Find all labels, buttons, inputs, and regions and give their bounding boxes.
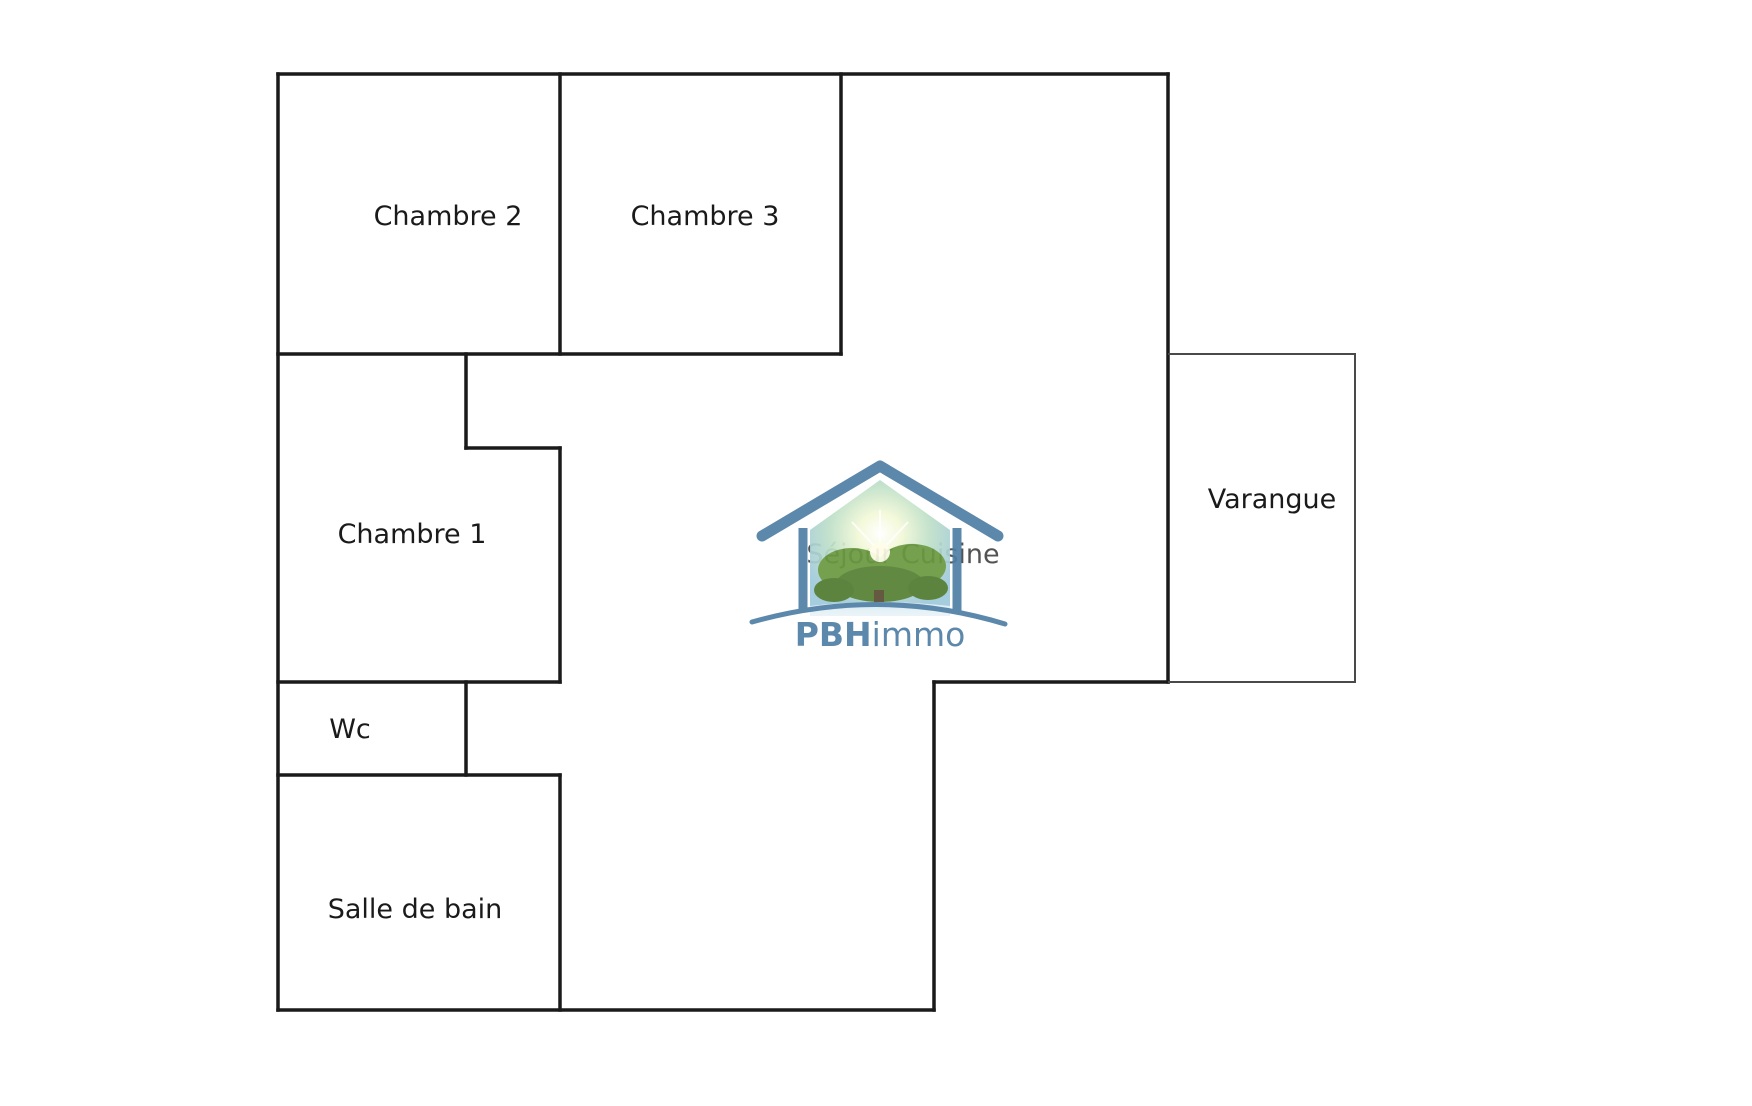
label-chambre-2: Chambre 2 xyxy=(374,201,523,232)
logo-brand-bold: PBH xyxy=(795,615,872,654)
varangue-outline xyxy=(1168,353,1356,683)
logo-text: PBHimmo xyxy=(795,615,966,654)
walls xyxy=(276,72,1356,1012)
tree-icon xyxy=(814,542,948,614)
label-varangue: Varangue xyxy=(1208,484,1337,515)
house-tree-icon xyxy=(749,460,1008,627)
logo-brand-light: immo xyxy=(872,615,966,654)
label-salle-de-bain: Salle de bain xyxy=(328,894,503,925)
label-chambre-1: Chambre 1 xyxy=(338,519,487,550)
label-chambre-3: Chambre 3 xyxy=(631,201,780,232)
label-wc: Wc xyxy=(329,714,371,745)
logo-roof xyxy=(756,460,1004,542)
logo-swoosh xyxy=(749,602,1008,627)
pbh-logo: PBHimmo xyxy=(749,460,1008,654)
